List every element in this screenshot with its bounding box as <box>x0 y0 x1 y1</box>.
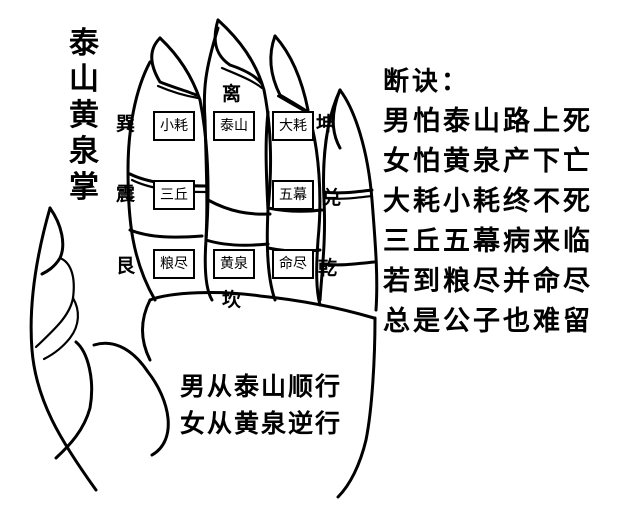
index-nail-base <box>156 84 200 100</box>
box-xiaohao: 小耗 <box>153 111 195 141</box>
title-char: 掌 <box>69 170 99 205</box>
title-char: 山 <box>69 62 99 97</box>
box-liangjin: 粮尽 <box>153 249 195 279</box>
verse-line: 女怕黄泉产下亡 <box>383 146 593 177</box>
trigram-li: 离 <box>222 83 242 105</box>
middle-nail-tip <box>216 18 266 92</box>
verse-line: 男怕泰山路上死 <box>383 106 593 137</box>
verse-line: 总是公子也难留 <box>383 306 593 337</box>
middle-crease-1 <box>206 198 272 216</box>
box-mingjin: 命尽 <box>272 249 314 279</box>
little-crease-1 <box>322 188 374 195</box>
middle-nail <box>213 18 264 86</box>
thumb-nail <box>40 206 65 276</box>
index-nail-tip <box>158 36 202 102</box>
ring-nail <box>269 34 310 114</box>
middle-finger-left <box>202 26 220 302</box>
verse-line: 大耗小耗终不死 <box>383 186 593 217</box>
box-taishan: 泰山 <box>213 111 255 141</box>
vertical-title: 泰 山 黄 泉 掌 <box>66 26 102 206</box>
thumb-crease-1 <box>34 256 75 349</box>
palm-right-edge <box>336 316 377 499</box>
title-char: 泰 <box>69 26 99 61</box>
little-crease-2 <box>320 260 376 267</box>
ring-finger-right <box>306 110 322 307</box>
title-char: 泉 <box>69 134 99 169</box>
trigram-qian: 乾 <box>318 257 338 279</box>
middle-crease-2 <box>204 238 270 247</box>
trigram-xun: 巽 <box>116 113 136 135</box>
ring-nail-tip <box>273 34 310 112</box>
trigram-kun: 坤 <box>316 113 336 135</box>
verse-line: 若到粮尽并命尽 <box>383 266 593 297</box>
verse-line: 三丘五幕病来临 <box>383 226 593 257</box>
thumb-crease-2 <box>42 296 79 361</box>
box-dahao: 大耗 <box>272 111 314 141</box>
thumb-web <box>92 341 170 457</box>
little-finger-left <box>318 88 342 302</box>
verse-block: 断诀： 男怕泰山路上死 女怕黄泉产下亡 大耗小耗终不死 三丘五幕病来临 若到粮尽… <box>383 62 593 342</box>
palm-line-female: 女从黄泉逆行 <box>180 409 343 438</box>
palm-left-edge <box>141 298 152 362</box>
palm-top-line <box>148 291 376 320</box>
trigram-kan: 坎 <box>222 289 242 311</box>
index-crease-2 <box>128 228 204 239</box>
box-huangquan: 黄泉 <box>213 249 255 279</box>
verse-heading: 断诀： <box>383 67 471 97</box>
trigram-dui: 兑 <box>322 187 342 209</box>
title-char: 黄 <box>69 98 99 133</box>
palm-text: 男从泰山顺行 女从黄泉逆行 <box>180 368 342 442</box>
palm-line-male: 男从泰山顺行 <box>180 372 343 401</box>
ring-finger-left <box>264 110 270 212</box>
box-wumu: 五幕 <box>272 180 314 210</box>
index-nail <box>150 36 198 97</box>
thumb-base <box>54 340 94 460</box>
little-finger-right <box>338 88 379 312</box>
trigram-gen: 艮 <box>116 255 136 277</box>
trigram-zhen: 震 <box>116 183 136 205</box>
box-sanqiu: 三丘 <box>153 180 195 210</box>
index-finger-left <box>126 60 157 302</box>
little-crease-1b <box>322 194 374 200</box>
middle-nail-base <box>220 66 264 90</box>
